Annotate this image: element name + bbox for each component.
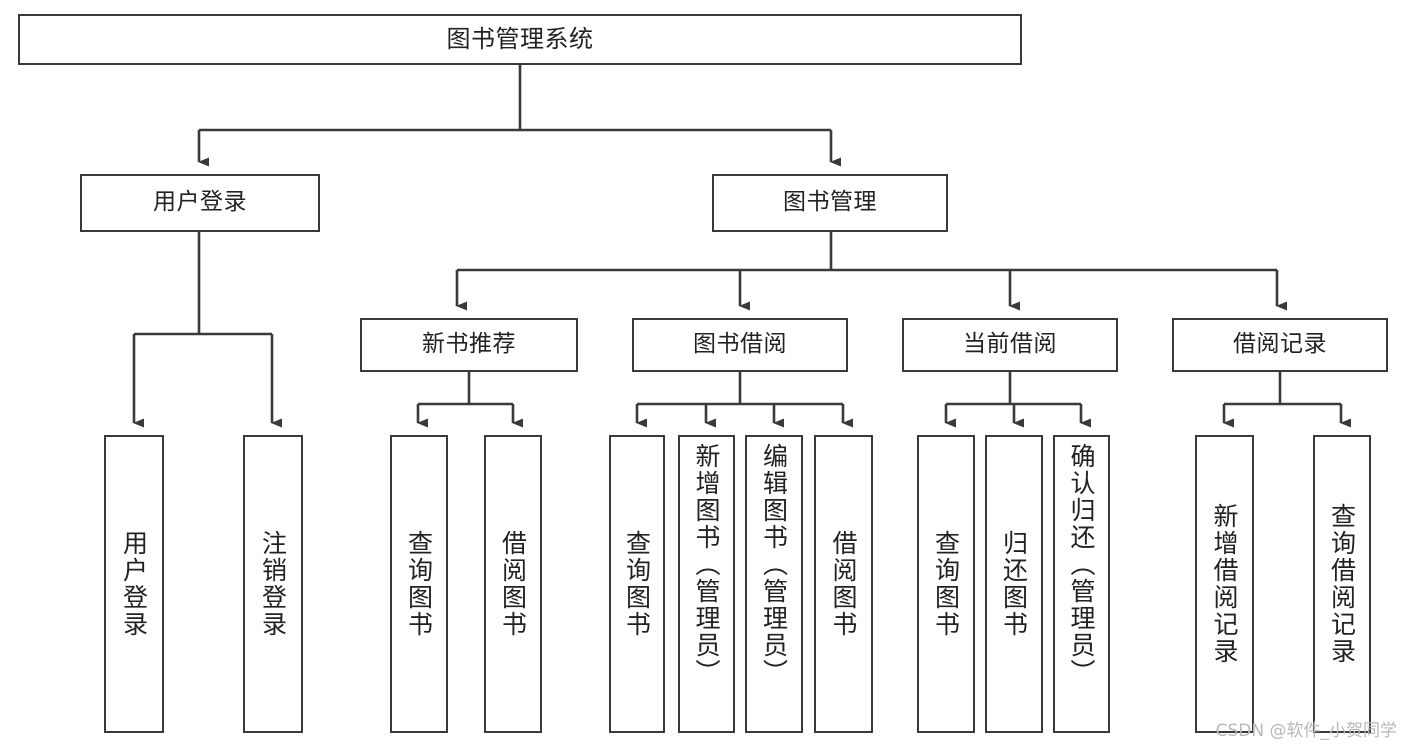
node-borrow-record[interactable]: 借阅记录 [1172,318,1388,372]
leaf-new-book-borrow-book[interactable]: 借阅图书 [484,435,542,733]
node-label: 注销登录 [258,530,288,638]
node-label: 新增图书（管理员） [692,443,721,686]
node-label: 确认归还（管理员） [1067,443,1096,686]
node-label: 借阅图书 [829,530,858,638]
node-label: 借阅图书 [498,530,528,638]
leaf-user-login-login[interactable]: 用户登录 [104,435,164,733]
leaf-current-borrow-confirm-return-admin[interactable]: 确认归还（管理员） [1053,435,1110,733]
node-label: 归还图书 [999,530,1029,638]
node-label: 用户登录 [153,189,247,216]
node-current-borrow[interactable]: 当前借阅 [902,318,1118,372]
node-label: 新书推荐 [422,331,516,358]
node-root-book-management-system[interactable]: 图书管理系统 [18,14,1022,65]
node-label: 图书借阅 [693,331,787,358]
leaf-new-book-query-book[interactable]: 查询图书 [390,435,448,733]
node-user-login[interactable]: 用户登录 [80,174,320,232]
leaf-book-borrow-borrow-book[interactable]: 借阅图书 [814,435,873,733]
node-label: 查询借阅记录 [1327,503,1357,665]
leaf-borrow-record-query-record[interactable]: 查询借阅记录 [1313,435,1371,733]
node-new-book-recommend[interactable]: 新书推荐 [360,318,578,372]
leaf-current-borrow-return-book[interactable]: 归还图书 [985,435,1043,733]
csdn-watermark: CSDN @软件_小贺同学 [1215,721,1397,741]
node-label: 借阅记录 [1233,331,1327,358]
node-label: 查询图书 [622,530,652,638]
node-book-management[interactable]: 图书管理 [712,174,948,232]
leaf-current-borrow-query-book[interactable]: 查询图书 [917,435,975,733]
node-label: 图书管理 [783,189,877,216]
leaf-user-login-logout[interactable]: 注销登录 [243,435,303,733]
leaf-book-borrow-query-book[interactable]: 查询图书 [609,435,665,733]
leaf-book-borrow-edit-book-admin[interactable]: 编辑图书（管理员） [745,435,803,733]
leaf-borrow-record-add-record[interactable]: 新增借阅记录 [1195,435,1254,733]
node-label: 查询图书 [931,530,961,638]
node-label: 查询图书 [404,530,434,638]
node-label: 当前借阅 [963,331,1057,358]
node-label: 编辑图书（管理员） [759,443,789,686]
node-label: 用户登录 [119,530,149,638]
leaf-book-borrow-add-book-admin[interactable]: 新增图书（管理员） [678,435,735,733]
node-book-borrow[interactable]: 图书借阅 [632,318,848,372]
node-label: 图书管理系统 [446,25,594,54]
node-label: 新增借阅记录 [1210,503,1239,665]
